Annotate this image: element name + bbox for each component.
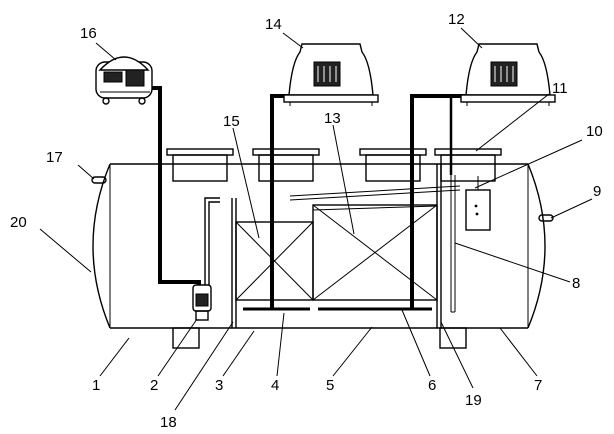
label-19: 19 bbox=[465, 392, 482, 409]
label-1: 1 bbox=[92, 377, 100, 394]
label-11: 11 bbox=[552, 80, 568, 97]
label-18: 18 bbox=[160, 414, 177, 431]
label-5: 5 bbox=[326, 377, 334, 394]
label-13: 13 bbox=[324, 110, 341, 127]
tank-supports bbox=[172, 327, 467, 349]
right-fitting bbox=[538, 214, 554, 222]
label-12: 12 bbox=[448, 11, 465, 28]
label-17: 17 bbox=[46, 149, 63, 166]
label-8: 8 bbox=[572, 275, 580, 292]
label-20: 20 bbox=[10, 214, 27, 231]
label-4: 4 bbox=[271, 377, 279, 394]
leader-lines bbox=[39, 27, 593, 411]
label-6: 6 bbox=[428, 377, 436, 394]
label-15: 15 bbox=[223, 113, 240, 130]
pipes bbox=[150, 86, 465, 313]
label-3: 3 bbox=[215, 377, 223, 394]
label-14: 14 bbox=[265, 16, 282, 33]
reflux-pipe bbox=[289, 185, 461, 201]
submersible-pump bbox=[192, 284, 212, 321]
air-pump-left bbox=[283, 43, 379, 106]
label-7: 7 bbox=[534, 377, 542, 394]
blower-unit bbox=[95, 56, 153, 105]
label-10: 10 bbox=[586, 123, 603, 140]
media-module-right bbox=[312, 204, 438, 301]
sensor-probe bbox=[465, 176, 491, 231]
left-fitting bbox=[91, 176, 107, 184]
media-module-left bbox=[235, 221, 314, 301]
label-9: 9 bbox=[593, 183, 601, 200]
manholes bbox=[166, 148, 502, 182]
label-16: 16 bbox=[80, 25, 97, 42]
middle-pipe bbox=[312, 205, 438, 211]
riser-pipe bbox=[204, 197, 220, 288]
air-pump-right bbox=[460, 43, 556, 106]
label-2: 2 bbox=[150, 377, 158, 394]
